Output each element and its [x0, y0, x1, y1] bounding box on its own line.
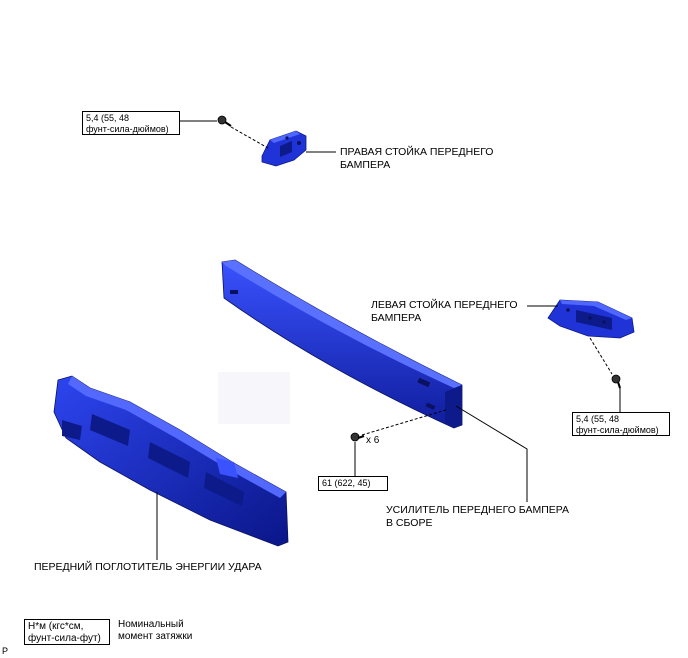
label-line: БАМПЕРА [340, 159, 391, 171]
label-line: ЛЕВАЯ СТОЙКА ПЕРЕДНЕГО [371, 299, 518, 311]
legend-desc-line: момент затяжки [118, 631, 193, 642]
torque-value: 5,4 (55, 48 [86, 113, 130, 123]
right-bumper-stay [261, 130, 307, 167]
right-stay-bolt [217, 115, 232, 127]
torque-value: 61 (622, 45) [322, 478, 371, 488]
legend-torque-box: Н*м (кгс*см, фунт-сила-фут) [24, 619, 110, 645]
label-line: ПЕРЕДНИЙ ПОГЛОТИТЕЛЬ ЭНЕРГИИ УДАРА [34, 561, 262, 573]
torque-value: 5,4 (55, 48 [576, 414, 620, 424]
bolt-quantity: x 6 [366, 435, 380, 446]
torque-unit: фунт-сила-дюймов) [576, 425, 659, 435]
right-stay-label: ПРАВАЯ СТОЙКА ПЕРЕДНЕГО БАМПЕРА [340, 146, 493, 172]
left-stay-install-line [589, 337, 613, 375]
corner-mark: P [2, 646, 9, 656]
legend-unit-line: фунт-сила-фут) [28, 633, 101, 644]
left-stay-bolt [611, 374, 621, 389]
right-stay-install-line [230, 126, 269, 149]
torque-unit: фунт-сила-дюймов) [86, 124, 169, 134]
label-line: ПРАВАЯ СТОЙКА ПЕРЕДНЕГО [340, 146, 494, 158]
reinforcement-label-leader [455, 405, 528, 502]
absorber-label: ПЕРЕДНИЙ ПОГЛОТИТЕЛЬ ЭНЕРГИИ УДАРА [34, 561, 262, 574]
legend-desc-line: Номинальный [118, 619, 184, 630]
reinforcement-bolt [350, 432, 365, 442]
reinforcement-label: УСИЛИТЕЛЬ ПЕРЕДНЕГО БАМПЕРА В СБОРЕ [386, 504, 569, 530]
left-stay-label: ЛЕВАЯ СТОЙКА ПЕРЕДНЕГО БАМПЕРА [371, 299, 518, 325]
right-stay-torque-box: 5,4 (55, 48 фунт-сила-дюймов) [82, 111, 180, 135]
legend-description: Номинальный момент затяжки [118, 619, 192, 643]
bumper-reinforcement [221, 259, 463, 429]
left-bumper-stay [547, 299, 635, 339]
background-artifact [218, 372, 290, 424]
label-line: В СБОРЕ [386, 517, 433, 529]
label-line: БАМПЕРА [371, 312, 422, 324]
legend-unit-line: Н*м (кгс*см, [28, 621, 84, 632]
reinforcement-torque-box: 61 (622, 45) [318, 476, 388, 491]
front-energy-absorber [53, 375, 289, 547]
label-line: УСИЛИТЕЛЬ ПЕРЕДНЕГО БАМПЕРА [386, 504, 570, 516]
left-stay-torque-box: 5,4 (55, 48 фунт-сила-дюймов) [572, 412, 670, 436]
